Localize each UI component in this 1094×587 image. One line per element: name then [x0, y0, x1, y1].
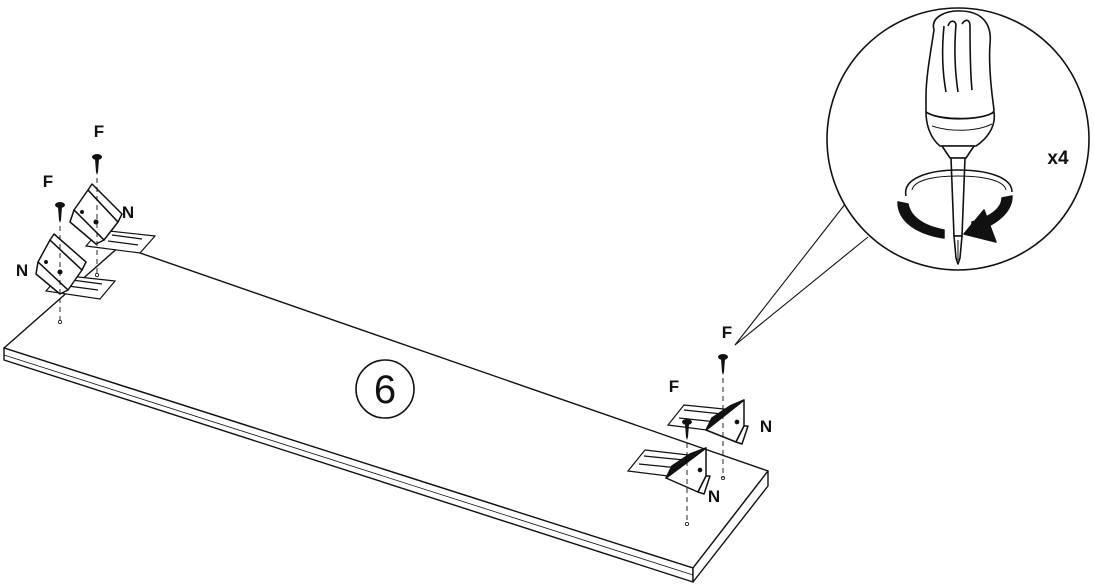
angle-bracket-right-front — [665, 447, 711, 495]
label-screw-f-left-front: F — [43, 172, 53, 191]
screw-right-back — [718, 354, 728, 480]
label-screw-f-right-front: F — [669, 377, 679, 396]
phillips-screwdriver-icon — [925, 10, 996, 265]
screw-right-front — [682, 419, 692, 527]
angle-bracket-left-back — [69, 183, 123, 245]
board-side-face — [692, 470, 769, 583]
screw-left-front — [55, 202, 65, 324]
detail-callout: x4 — [734, 7, 1090, 346]
angle-bracket-right-back — [705, 399, 749, 445]
label-screw-f-right-back: F — [722, 323, 732, 342]
label-bracket-n-right-front: N — [708, 487, 720, 506]
label-bracket-n-left-back: N — [122, 203, 134, 222]
step-number-badge: 6 — [355, 359, 415, 419]
quantity-label: x4 — [1047, 148, 1069, 169]
clockwise-rotation-arrow-icon — [897, 169, 1013, 243]
screw-left-back — [92, 154, 102, 277]
label-screw-f-left-back: F — [94, 122, 104, 141]
label-bracket-n-right-back: N — [760, 417, 772, 436]
step-number: 6 — [374, 368, 396, 412]
label-bracket-n-left-front: N — [16, 261, 28, 280]
